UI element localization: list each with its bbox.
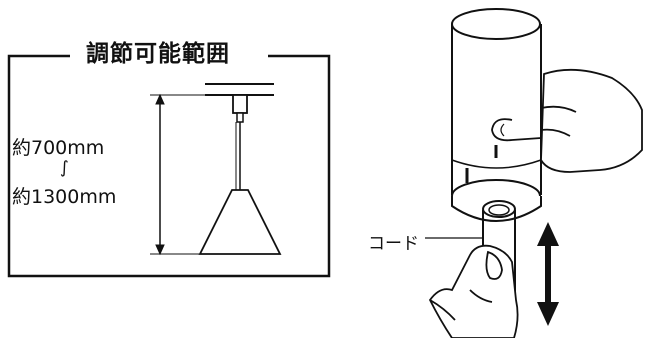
range-box xyxy=(7,54,331,278)
lamp-body xyxy=(451,8,542,330)
range-min-label: 約700mm xyxy=(12,137,105,159)
hand-icon xyxy=(428,244,519,339)
dimension-line xyxy=(150,93,205,256)
range-max-label: 約1300mm xyxy=(12,186,117,208)
hand-icon xyxy=(491,68,643,173)
double-arrow-icon xyxy=(537,222,559,326)
cord-label: コード xyxy=(368,234,419,254)
range-title: 調節可能範囲 xyxy=(78,34,238,68)
pendant-lamp-icon xyxy=(198,83,282,255)
range-tilde: ∫ xyxy=(60,158,69,178)
